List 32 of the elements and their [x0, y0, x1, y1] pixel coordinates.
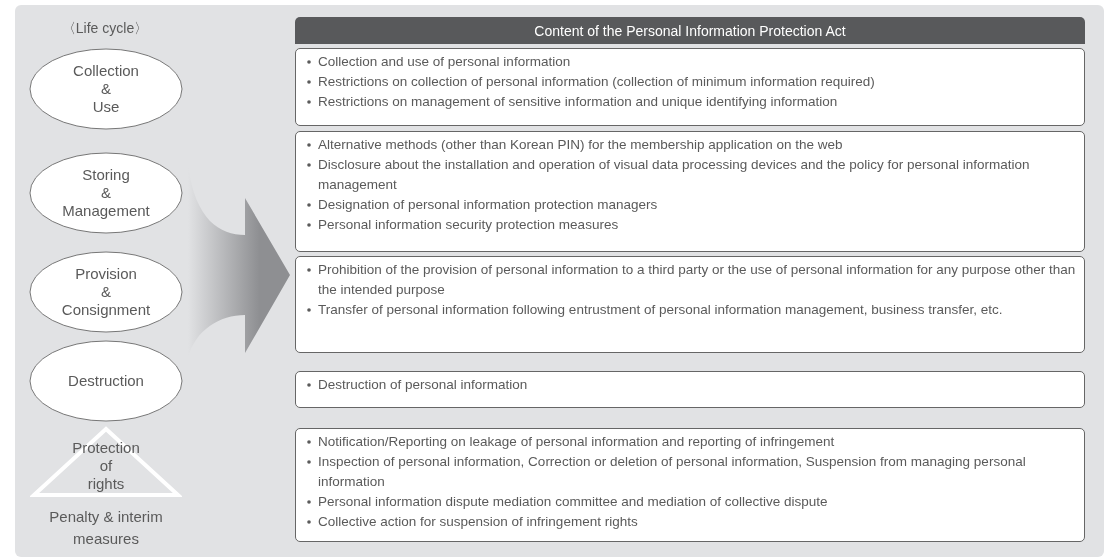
stage-ellipse: [29, 340, 183, 422]
bullet-item: Notification/Reporting on leakage of personal information and reporting of infringement: [318, 432, 1076, 452]
stage-ellipse: [29, 48, 183, 130]
bullet-item: Collection and use of personal information: [318, 52, 1076, 72]
bullet-item: Disclosure about the installation and operation of visual data processing devices and the policy for personal information management: [318, 155, 1076, 195]
stage-label: Provision & Consignment: [60, 265, 152, 319]
bullet-item: Alternative methods (other than Korean PIN) for the membership application on the web: [318, 135, 1076, 155]
bullet-item: Collective action for suspension of infringement rights: [318, 512, 1076, 532]
caption-text: Penalty & interim measures: [48, 507, 164, 549]
header-bar: Content of the Personal Information Protection Act: [295, 17, 1085, 44]
content-box: [295, 428, 1085, 542]
bullet-item: Personal information dispute mediation committee and mediation of collective dispute: [318, 492, 1076, 512]
stage-label: Collection & Use: [72, 62, 140, 116]
section-heading: 〈Life cycle〉: [60, 20, 150, 38]
bullet-item: Personal information security protection measures: [318, 215, 1076, 235]
stage-label: Protection of rights: [71, 439, 141, 493]
stage-ellipse: [29, 152, 183, 234]
triangle-shape: [30, 426, 182, 498]
bullet-item: Restrictions on management of sensitive information and unique identifying information: [318, 92, 1076, 112]
stage-label: Storing & Management: [61, 166, 151, 220]
stage-ellipse: [29, 251, 183, 333]
bullet-item: Restrictions on collection of personal information (collection of minimum information required): [318, 72, 1076, 92]
content-box: [295, 256, 1085, 353]
stage-label: Destruction: [68, 372, 144, 390]
content-box: [295, 371, 1085, 408]
bullet-item: Transfer of personal information following entrustment of personal information management, business transfer, etc.: [318, 300, 1076, 320]
bullet-item: Inspection of personal information, Correction or deletion of personal information, Suspension from managing personal information: [318, 452, 1076, 492]
bullet-item: Designation of personal information protection managers: [318, 195, 1076, 215]
bullet-item: Prohibition of the provision of personal information to a third party or the use of personal information for any purpose other than the intended purpose: [318, 260, 1076, 300]
content-box: [295, 131, 1085, 252]
bullet-item: Destruction of personal information: [318, 375, 1076, 395]
content-box: [295, 48, 1085, 126]
